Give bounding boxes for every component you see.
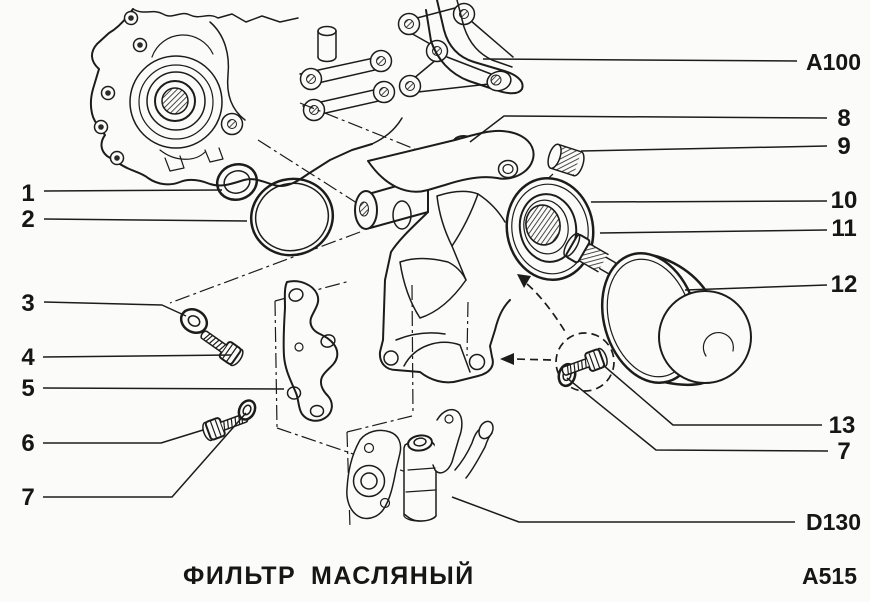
callout-1: 1: [21, 180, 34, 207]
mount-arrow-icon: [500, 353, 514, 365]
oil-filter-drawing-12: [600, 252, 752, 387]
plug-drawing-9: [547, 143, 585, 177]
engine-mount-ladder-drawing: [299, 2, 514, 145]
seal-ring-drawing: [215, 162, 259, 202]
callout-13: 13: [829, 412, 856, 439]
callout-3: 3: [21, 290, 34, 317]
washer-drawing-7-left: [237, 399, 257, 421]
engine-block-drawing: [89, 0, 524, 187]
plate-drawing-5: [282, 280, 339, 422]
callout-7-right: 7: [837, 438, 850, 465]
callout-8: 8: [837, 105, 850, 132]
caption-word-filter: ФИЛЬТР: [183, 562, 296, 590]
bolt-drawing-4: [195, 324, 247, 369]
steering-pump-drawing: [346, 408, 494, 522]
code-a100: A100: [806, 49, 861, 75]
callout-6: 6: [21, 430, 34, 457]
bolt-washer-callout-group: [500, 274, 615, 392]
union-fitting-drawing-11: [563, 232, 617, 275]
engine-mount-arm-drawing: [425, 0, 524, 95]
caption-word-oil: МАСЛЯНЫЙ: [311, 560, 475, 590]
callout-12: 12: [831, 271, 858, 298]
figure-caption: ФИЛЬТР МАСЛЯНЫЙ: [183, 560, 475, 590]
callout-7: 7: [21, 484, 34, 511]
callout-9: 9: [837, 133, 850, 160]
bolt-direction-arrow-icon: [517, 274, 531, 288]
callout-11: 11: [831, 215, 856, 242]
callout-5: 5: [21, 375, 34, 402]
callout-4: 4: [21, 344, 35, 371]
callout-10: 10: [831, 187, 858, 214]
callout-2: 2: [21, 206, 34, 233]
leader-lines: [42, 58, 829, 523]
gasket-ring-drawing: [249, 177, 335, 257]
bracket-drawing-10: [354, 129, 595, 384]
code-d130: D130: [806, 509, 861, 535]
page-code-a515: A515: [802, 563, 857, 589]
